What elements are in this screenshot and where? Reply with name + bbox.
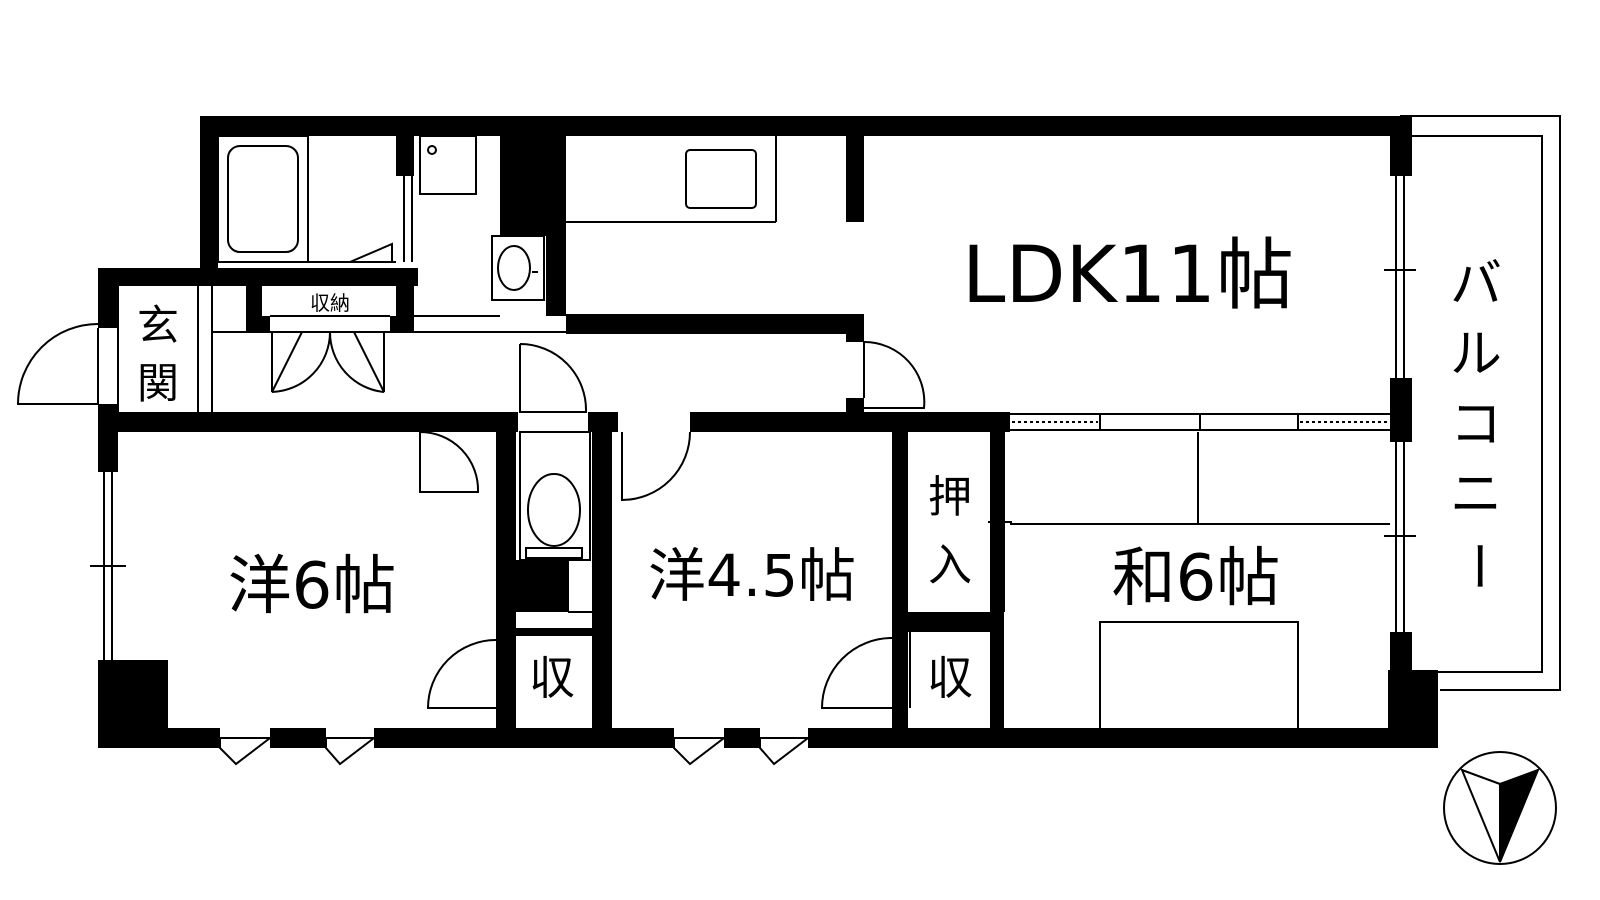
balcony-label-2: ル: [1450, 325, 1502, 385]
balcony: [1400, 115, 1561, 691]
oshiire-label-2: 入: [928, 540, 972, 591]
toilet: [527, 473, 581, 547]
balcony-label-1: バ: [1450, 255, 1502, 315]
kitchen-sink: [685, 149, 757, 209]
storage-label-2: 収: [927, 651, 973, 705]
entrance-door: [16, 323, 99, 405]
balcony-label-4: ニ: [1450, 465, 1502, 525]
balcony-label-3: コ: [1450, 395, 1502, 455]
entrance-label-1: 玄: [137, 301, 179, 350]
western6-label: 洋6帖: [228, 550, 397, 624]
wash-basin: [491, 235, 545, 301]
walls: [98, 116, 1438, 748]
north-arrow-icon: [1443, 751, 1557, 865]
japanese6-label: 和6帖: [1112, 542, 1281, 616]
washing-machine: [419, 135, 477, 195]
ldk-label: LDK11帖: [962, 231, 1294, 321]
western45-label: 洋4.5帖: [648, 542, 856, 610]
entrance-label-2: 関: [137, 359, 179, 408]
balcony-label-5: ー: [1447, 540, 1507, 592]
storage-label-1: 収: [529, 651, 575, 705]
fixtures: [16, 135, 1416, 766]
closet-label: 収納: [310, 291, 350, 315]
oshiire-label-1: 押: [928, 472, 972, 523]
bathtub: [217, 135, 309, 263]
